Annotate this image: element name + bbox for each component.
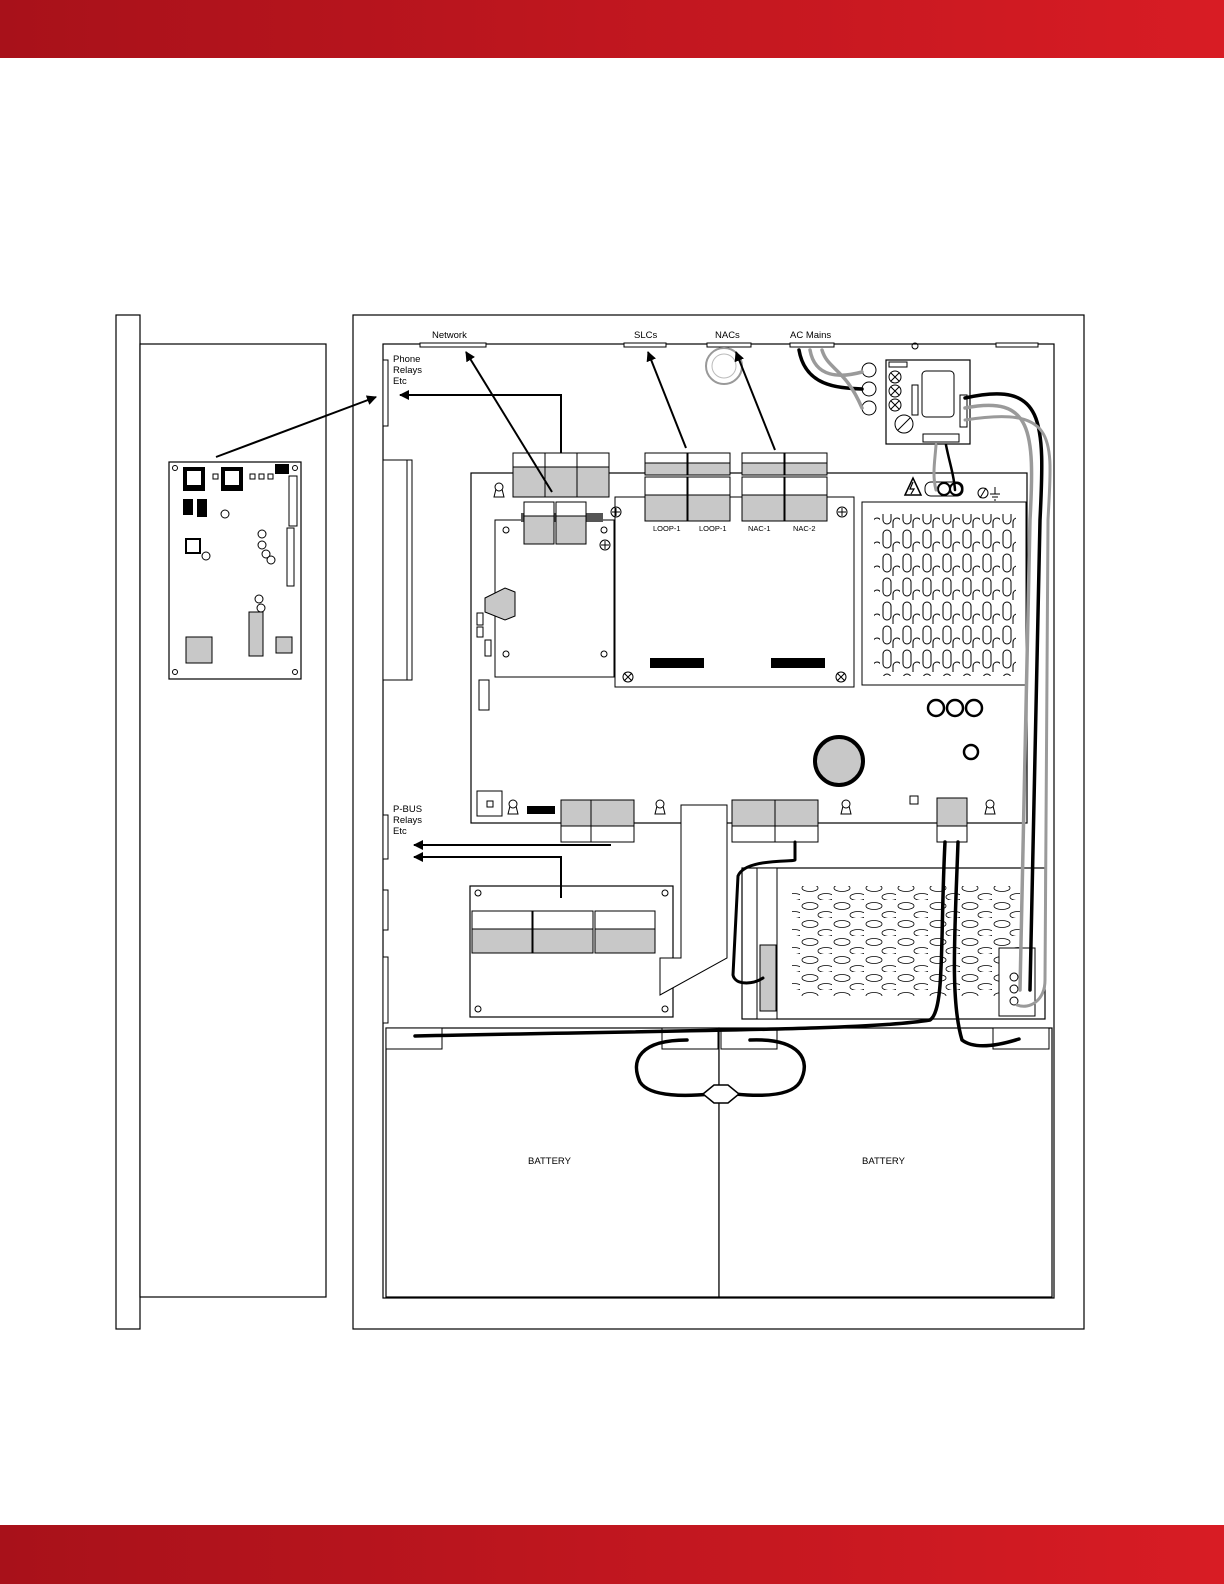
terminal-block xyxy=(556,502,586,544)
label-battery-left: BATTERY xyxy=(528,1156,572,1167)
terminal-block xyxy=(688,477,730,521)
terminal-block xyxy=(742,477,784,521)
label-loop-1-a: LOOP-1 xyxy=(653,524,681,533)
terminal-block xyxy=(577,453,609,497)
terminal-block xyxy=(645,477,687,521)
screw-icon xyxy=(600,540,610,550)
label-nacs: NACs xyxy=(715,330,740,341)
power-supply xyxy=(742,868,1045,1019)
label-phone-line2: Relays xyxy=(393,365,422,376)
terminal-block xyxy=(732,800,775,842)
label-phone-line1: Phone xyxy=(393,354,420,365)
terminal-block xyxy=(513,453,545,497)
terminal-block xyxy=(775,800,818,842)
label-pbus-line2: Relays xyxy=(393,815,422,826)
screw-icon xyxy=(611,507,621,517)
label-ac-mains: AC Mains xyxy=(790,330,831,341)
terminal-block xyxy=(937,798,967,842)
screw-icon xyxy=(837,507,847,517)
label-phone-line3: Etc xyxy=(393,376,407,387)
terminal-block xyxy=(742,453,784,475)
terminal-block xyxy=(561,800,591,842)
terminal-block xyxy=(645,453,687,475)
label-loop-1-b: LOOP-1 xyxy=(699,524,727,533)
label-battery-right: BATTERY xyxy=(862,1156,906,1167)
label-nac-2: NAC-2 xyxy=(793,524,816,533)
terminal-block xyxy=(524,502,554,544)
label-pbus-line3: Etc xyxy=(393,826,407,837)
phone-dialer-board xyxy=(169,462,301,679)
label-network: Network xyxy=(432,330,467,341)
terminal-block xyxy=(545,453,577,497)
terminal-block xyxy=(688,453,730,475)
relay-board xyxy=(470,886,673,1017)
label-nac-1: NAC-1 xyxy=(748,524,771,533)
terminal-block xyxy=(591,800,634,842)
label-pbus-line1: P-BUS xyxy=(393,804,422,815)
terminal-block xyxy=(785,453,827,475)
terminal-block xyxy=(785,477,827,521)
label-slcs: SLCs xyxy=(634,330,657,341)
